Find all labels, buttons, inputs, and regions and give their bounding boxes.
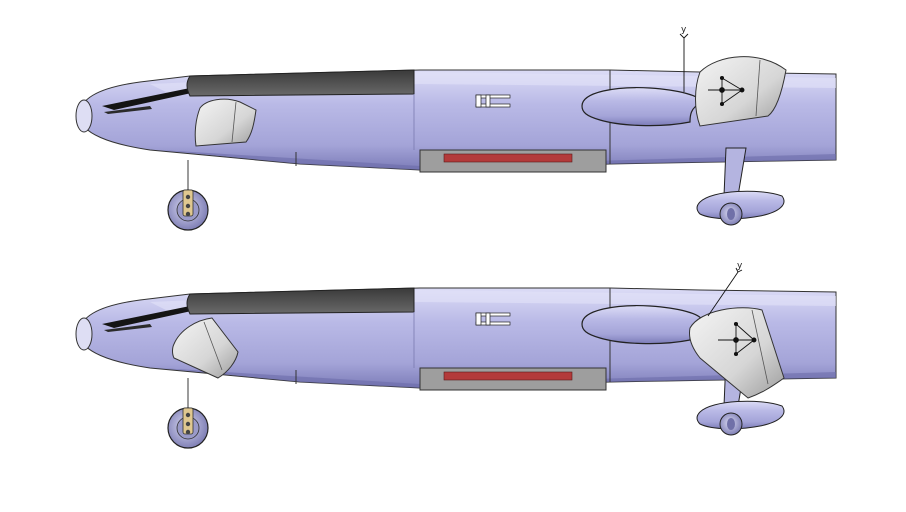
triad-axis-icon	[679, 33, 745, 107]
front-door	[194, 98, 257, 147]
view-top: y	[75, 25, 837, 231]
axis-label-y: y	[737, 261, 743, 271]
triad-axis-icon	[707, 267, 757, 357]
nose-wheel-icon	[167, 407, 209, 449]
view-bottom: y	[75, 261, 837, 449]
front-door	[172, 317, 239, 379]
axis-label-y: y	[681, 25, 687, 35]
nose-wheel-icon	[167, 189, 209, 231]
